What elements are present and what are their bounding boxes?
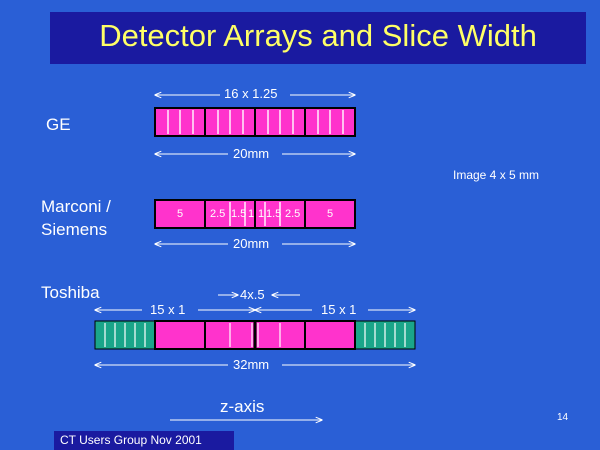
toshiba-vendor-label: Toshiba	[41, 283, 100, 302]
footer-text: CT Users Group Nov 2001	[60, 433, 202, 447]
marconi-cell-label: 5	[327, 208, 334, 220]
marconi-cell-label: 1	[248, 208, 255, 220]
ge-top-dim-label: 16 x 1.25	[224, 86, 278, 101]
toshiba-right-dim-label: 15 x 1	[321, 302, 357, 317]
ge-vendor-label: GE	[46, 115, 71, 134]
title-bar: Detector Arrays and Slice Width	[50, 12, 586, 64]
slide-title: Detector Arrays and Slice Width	[99, 18, 537, 53]
ge-detector-array	[154, 107, 356, 137]
toshiba-left-dim-label: 15 x 1	[150, 302, 186, 317]
toshiba-bottom-dim-label: 32mm	[233, 357, 270, 372]
toshiba-center-detectors	[154, 320, 356, 350]
ge-bottom-dim-label: 20mm	[233, 146, 270, 161]
footer-box: CT Users Group Nov 2001	[54, 431, 234, 450]
marconi-cell-label: 5	[177, 208, 184, 220]
marconi-bottom-dim-label: 20mm	[233, 236, 270, 251]
toshiba-outer-detectors	[94, 320, 416, 350]
toshiba-center-dim-label: 4x.5	[240, 287, 265, 302]
marconi-cell-label: 2.5	[210, 208, 226, 220]
marconi-cell-label: 2.5	[285, 208, 301, 220]
marconi-vendor-label-line2: Siemens	[41, 220, 108, 239]
marconi-cell-label: 1.5	[231, 208, 247, 220]
marconi-cell-label: 1	[258, 208, 265, 220]
marconi-vendor-label-line1: Marconi /	[41, 197, 111, 216]
image-note: Image 4 x 5 mm	[453, 168, 540, 182]
page-number: 14	[557, 412, 569, 423]
marconi-detector-array	[154, 199, 356, 229]
z-axis-label: z-axis	[220, 397, 265, 416]
marconi-cell-label: 1.5	[266, 208, 282, 220]
